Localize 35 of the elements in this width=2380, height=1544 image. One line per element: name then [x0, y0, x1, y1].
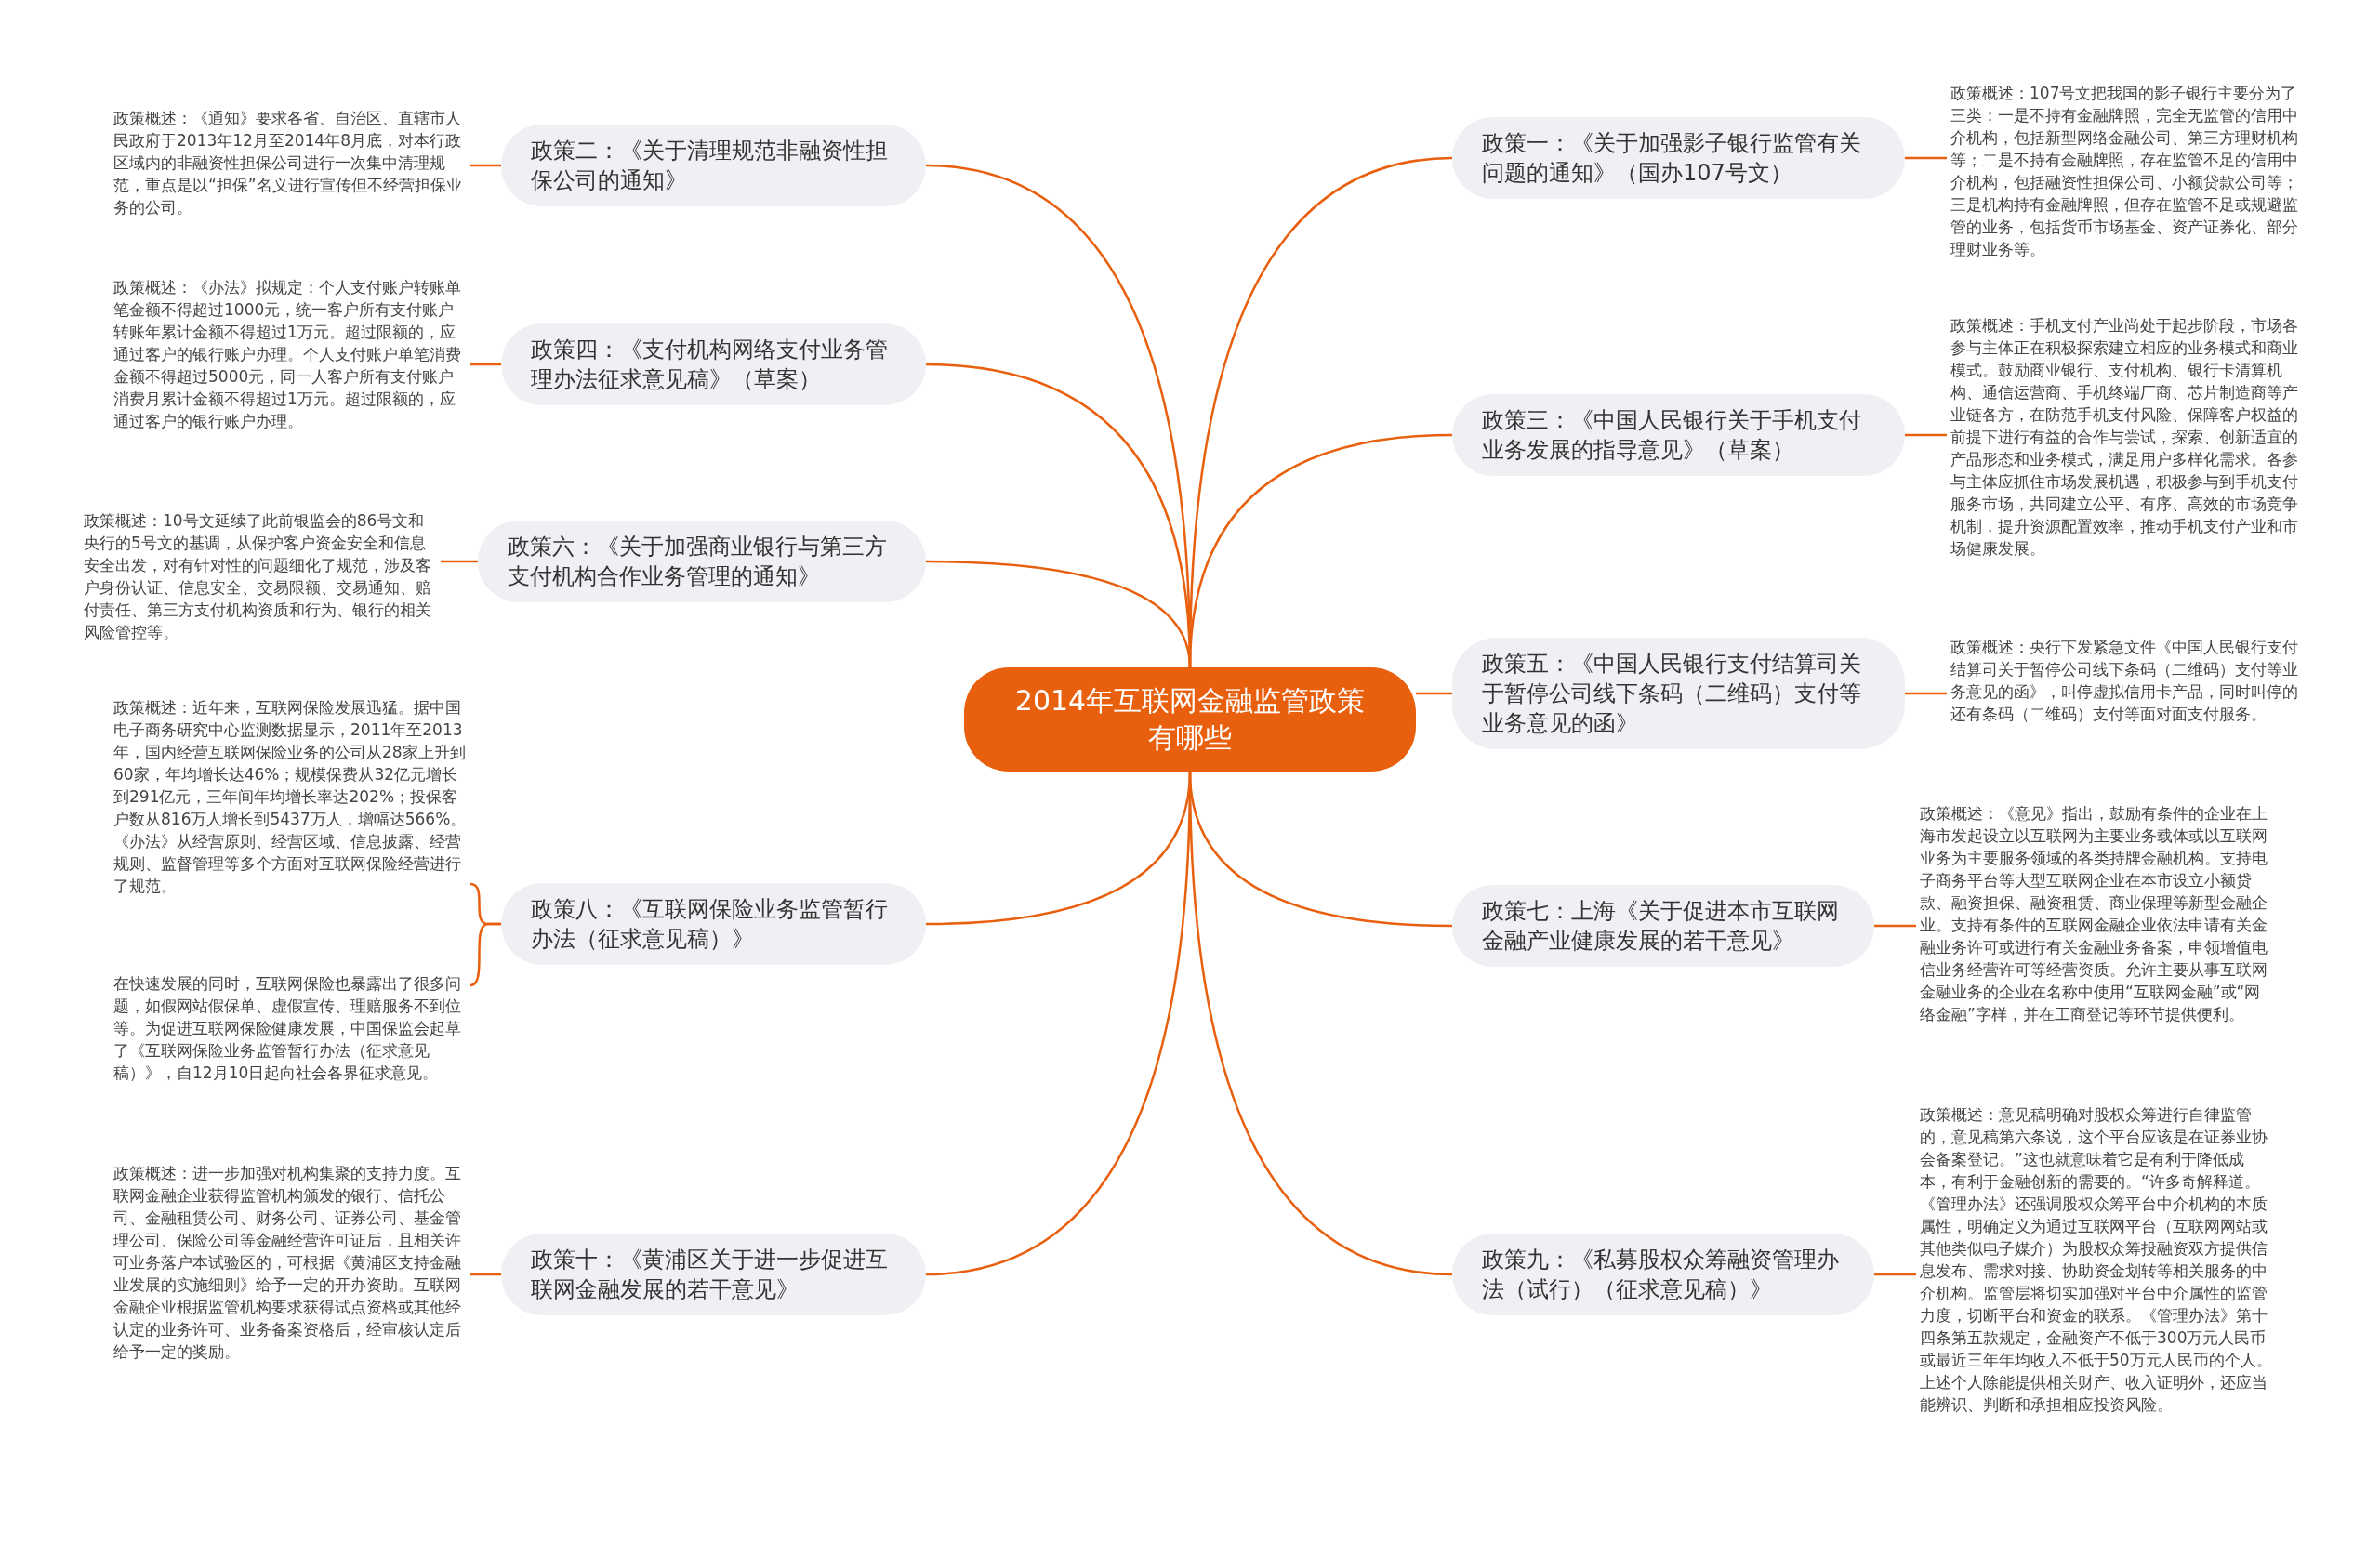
- policy-box: 政策十：《黄浦区关于进一步促进互联网金融发展的若干意见》: [501, 1234, 926, 1315]
- summary-text: 在快速发展的同时，互联网保险也暴露出了很多问题，如假网站假保单、虚假宣传、理赔服务不到位等。为促进互联网保险健康发展，中国保监会起草了《互联网保险业务监管暂行办法（征求意见稿）》，自12月10日起向社会各界征求意见。: [113, 972, 467, 1084]
- connector-line: [925, 560, 1192, 668]
- summary-text: 政策概述：《通知》要求各省、自治区、直辖市人民政府于2013年12月至2014年8月底，对本行政区域内的非融资性担保公司进行一次集中清理规范，重点是以“担保”名义进行宣传但不经营担保业务的公司。: [113, 107, 467, 218]
- policy-box: 政策五：《中国人民银行支付结算司关于暂停公司线下条码（二维码）支付等业务意见的函》: [1452, 638, 1905, 749]
- connector-line: [470, 363, 501, 366]
- topic-box: 2014年互联网金融监管政策有哪些: [964, 667, 1416, 772]
- connector-line: [1874, 1273, 1916, 1276]
- summary-text: 政策概述：手机支付产业尚处于起步阶段，市场各参与主体正在积极探索建立相应的业务模式和商业模式。鼓励商业银行、支付机构、银行卡清算机构、通信运营商、手机终端厂商、芯片制造商等产业链各方，在防范手机支付风险、保障客户权益的前提下进行有益的合作与尝试，探索、创新适宜的产品形态和业务模式，满足用户多样化需求。各参与主体应抓住市场发展机遇，积极参与到手机支付服务市场，共同建立公平、有序、高效的市场竞争机制，提升资源配置效率，推动手机支付产业和市场健康发展。: [1950, 314, 2304, 560]
- summary-text: 政策概述：《意见》指出，鼓励有条件的企业在上海市发起设立以互联网为主要业务载体或以互联网业务为主要服务领域的各类持牌金融机构。支持电子商务平台等大型互联网企业在本市设立小额贷款、融资担保、融资租赁、商业保理等新型金融企业。支持有条件的互联网金融企业依法申请有关金融业务许可或进行有关金融业务备案，申领增值电信业务经营许可等经营资质。允许主要从事互联网金融业务的企业在名称中使用“互联网金融”或“网络金融”字样，并在工商登记等环节提供便利。: [1920, 802, 2273, 1025]
- policy-box: 政策九：《私募股权众筹融资管理办法（试行）（征求意见稿）》: [1452, 1234, 1874, 1315]
- summary-text: 政策概述：《办法》拟规定：个人支付账户转账单笔金额不得超过1000元，统一客户所有支付账户转账年累计金额不得超过1万元。超过限额的，应通过客户的银行账户办理。个人支付账户单笔消费金额不得超过5000元，同一人客户所有支付账户消费月累计金额不得超过1万元。超过限额的，应通过客户的银行账户办理。: [113, 276, 467, 432]
- connector-line: [925, 771, 1192, 1276]
- connector-line: [1905, 692, 1947, 695]
- summary-text: 政策概述：近年来，互联网保险发展迅猛。据中国电子商务研究中心监测数据显示，2011年至2013年，国内经营互联网保险业务的公司从28家上升到60家，年均增长达46%；规模保费从32亿元增长到291亿元，三年间年均增长率达202%；投保客户数从816万人增长到5437万人，增幅达566%。《办法》从经营原则、经营区域、信息披露、经营规则、监督管理等多个方面对互联网保险经营进行了规范。: [113, 696, 467, 897]
- summary-text: 政策概述：央行下发紧急文件《中国人民银行支付结算司关于暂停公司线下条码（二维码）支付等业务意见的函》，叫停虚拟信用卡产品，同时叫停的还有条码（二维码）支付等面对面支付服务。: [1950, 636, 2304, 725]
- connector-line: [1416, 692, 1452, 695]
- policy-box: 政策八：《互联网保险业务监管暂行办法（征求意见稿）》: [501, 883, 926, 965]
- policy-box: 政策三：《中国人民银行关于手机支付业务发展的指导意见》（草案）: [1452, 394, 1905, 476]
- policy-box: 政策七：上海《关于促进本市互联网金融产业健康发展的若干意见》: [1452, 885, 1874, 967]
- policy-box: 政策一：《关于加强影子银行监管有关问题的通知》（国办107号文）: [1452, 117, 1905, 199]
- summary-text: 政策概述：意见稿明确对股权众筹进行自律监管的，意见稿第六条说，这个平台应该是在证券业协会备案登记。”这也就意味着它是有利于降低成本，有利于金融创新的需要的。“许多奇解释道。《管理办法》还强调股权众筹平台中介机构的本质属性，明确定义为通过互联网平台（互联网网站或其他类似电子媒介）为股权众筹投融资双方提供信息发布、需求对接、协助资金划转等相关服务的中介机构。监管层将切实加强对平台中介属性的监管力度，切断平台和资金的联系。《管理办法》第十四条第五款规定，金融资产不低于300万元人民币或最近三年年均收入不低于50万元人民币的个人。上述个人除能提供相关财产、收入证明外，还应当能辨识、判断和承担相应投资风险。: [1920, 1103, 2273, 1416]
- connector-line: [441, 560, 478, 563]
- summary-text: 政策概述：10号文延续了此前银监会的86号文和央行的5号文的基调，从保护客户资金安全和信息安全出发，对有针对性的问题细化了规范，涉及客户身份认证、信息安全、交易限额、交易通知、赔付责任、第三方支付机构资质和行为、银行的相关风险管控等。: [84, 509, 437, 643]
- summary-text: 政策概述：107号文把我国的影子银行主要分为了三类：一是不持有金融牌照，完全无监管的信用中介机构，包括新型网络金融公司、第三方理财机构等；二是不持有金融牌照，存在监管不足的信用中介机构，包括融资性担保公司、小额贷款公司等；三是机构持有金融牌照，但存在监管不足或规避监管的业务，包括货币市场基金、资产证券化、部分理财业务等。: [1950, 82, 2304, 260]
- connector-line: [1905, 156, 1947, 160]
- policy-box: 政策二：《关于清理规范非融资性担保公司的通知》: [501, 125, 926, 206]
- policy-box: 政策六：《关于加强商业银行与第三方支付机构合作业务管理的通知》: [478, 521, 926, 602]
- summary-text: 政策概述：进一步加强对机构集聚的支持力度。互联网金融企业获得监管机构颁发的银行、信托公司、金融租赁公司、财务公司、证券公司、基金管理公司、保险公司等金融经营许可证后，且相关许可业务落户本试验区的，可根据《黄浦区支持金融业发展的实施细则》给予一定的开办资助。互联网金融企业根据监管机构要求获得试点资格或其他经认定的业务许可、业务备案资格后，经审核认定后给予一定的奖励。: [113, 1162, 467, 1363]
- policy-box: 政策四：《支付机构网络支付业务管理办法征求意见稿》（草案）: [501, 323, 926, 405]
- connector-line: [1874, 924, 1916, 928]
- connector-line: [470, 1273, 501, 1276]
- connector-line: [469, 922, 501, 987]
- connector-line: [1905, 433, 1947, 437]
- connector-line: [470, 164, 501, 167]
